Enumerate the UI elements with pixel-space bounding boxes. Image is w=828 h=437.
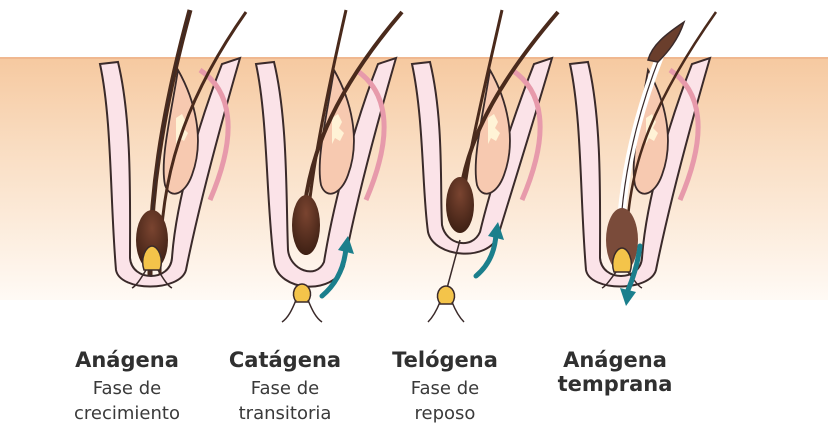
stage-description-line2: reposo xyxy=(380,401,510,426)
stage-description-line1: Fase de xyxy=(220,376,350,401)
stage-name: Catágena xyxy=(220,348,350,372)
stage-label-anagena: Anágena Fase de crecimiento xyxy=(62,348,192,426)
stage-description-line1: Fase de xyxy=(380,376,510,401)
hair-follicle-illustration xyxy=(0,0,828,340)
stage-label-anagena-temprana: Anágena temprana xyxy=(540,348,690,396)
stage-name: Telógena xyxy=(380,348,510,372)
stage-label-telogena: Telógena Fase de reposo xyxy=(380,348,510,426)
stage-label-catagena: Catágena Fase de transitoria xyxy=(220,348,350,426)
stage-description-line2: transitoria xyxy=(220,401,350,426)
stage-name: Anágena xyxy=(62,348,192,372)
stage-description-line1: Fase de xyxy=(62,376,192,401)
stage-description-line2: crecimiento xyxy=(62,401,192,426)
stage-name-line1: Anágena xyxy=(540,348,690,372)
stage-name-line2: temprana xyxy=(540,372,690,396)
